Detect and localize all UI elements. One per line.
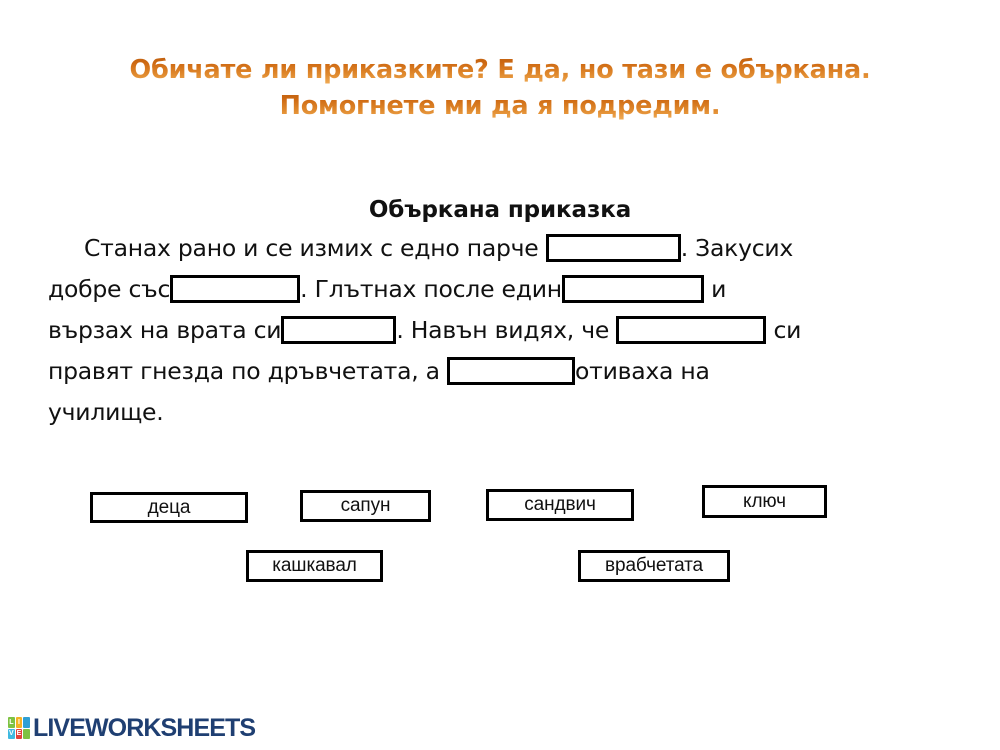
story-text: и bbox=[703, 275, 727, 303]
answer-blank-5[interactable] bbox=[616, 315, 767, 344]
logo-tile: L bbox=[8, 717, 15, 728]
word-bank-item[interactable]: сапун bbox=[300, 490, 431, 522]
story-text: добре със bbox=[48, 275, 171, 303]
word-bank-item[interactable]: кашкавал bbox=[246, 550, 383, 582]
story-line-2: добре със . Глътнах после един и bbox=[48, 269, 928, 310]
story-text: си bbox=[766, 316, 802, 344]
story-line-1: Станах рано и се измих с едно парче . За… bbox=[48, 228, 928, 269]
answer-blank-6[interactable] bbox=[447, 356, 576, 385]
answer-blank-2[interactable] bbox=[170, 274, 301, 303]
worksheet-title: Обичате ли приказките? Е да, но тази е о… bbox=[0, 52, 1000, 124]
word-bank-item[interactable]: врабчетата bbox=[578, 550, 730, 582]
story-text: училище. bbox=[48, 398, 164, 426]
story-text: . Закусих bbox=[680, 234, 794, 262]
word-bank-item[interactable]: сандвич bbox=[486, 489, 634, 521]
title-line-2: Помогнете ми да я подредим. bbox=[0, 88, 1000, 124]
story-heading: Объркана приказка bbox=[368, 197, 632, 223]
logo-tile: V bbox=[8, 728, 15, 739]
story-text: Станах рано и се измих с едно парче bbox=[84, 234, 546, 262]
story-text: . Глътнах после един bbox=[300, 275, 562, 303]
story-text: отиваха на bbox=[575, 357, 710, 385]
story-line-3: вързах на врата си . Навън видях, че си bbox=[48, 310, 928, 351]
title-line-1: Обичате ли приказките? Е да, но тази е о… bbox=[0, 52, 1000, 88]
story-line-5: училище. bbox=[48, 392, 928, 433]
story-text: вързах на врата си bbox=[48, 316, 282, 344]
word-bank-item[interactable]: ключ bbox=[702, 485, 827, 518]
word-bank-item[interactable]: деца bbox=[90, 492, 248, 523]
logo-tile: E bbox=[15, 728, 23, 739]
liveworksheets-wordmark: LIVEWORKSHEETS bbox=[33, 713, 256, 742]
logo-tile bbox=[23, 728, 30, 739]
logo-tile: I bbox=[15, 717, 23, 728]
story-text: . Навън видях, че bbox=[396, 316, 617, 344]
logo-tile bbox=[23, 717, 30, 728]
story-line-4: правят гнезда по дръвчетата, а отиваха н… bbox=[48, 351, 928, 392]
story-text: правят гнезда по дръвчетата, а bbox=[48, 357, 448, 385]
answer-blank-3[interactable] bbox=[561, 274, 704, 303]
story-paragraph: Станах рано и се измих с едно парче . За… bbox=[48, 228, 928, 433]
answer-blank-4[interactable] bbox=[281, 315, 397, 344]
answer-blank-1[interactable] bbox=[545, 233, 681, 262]
